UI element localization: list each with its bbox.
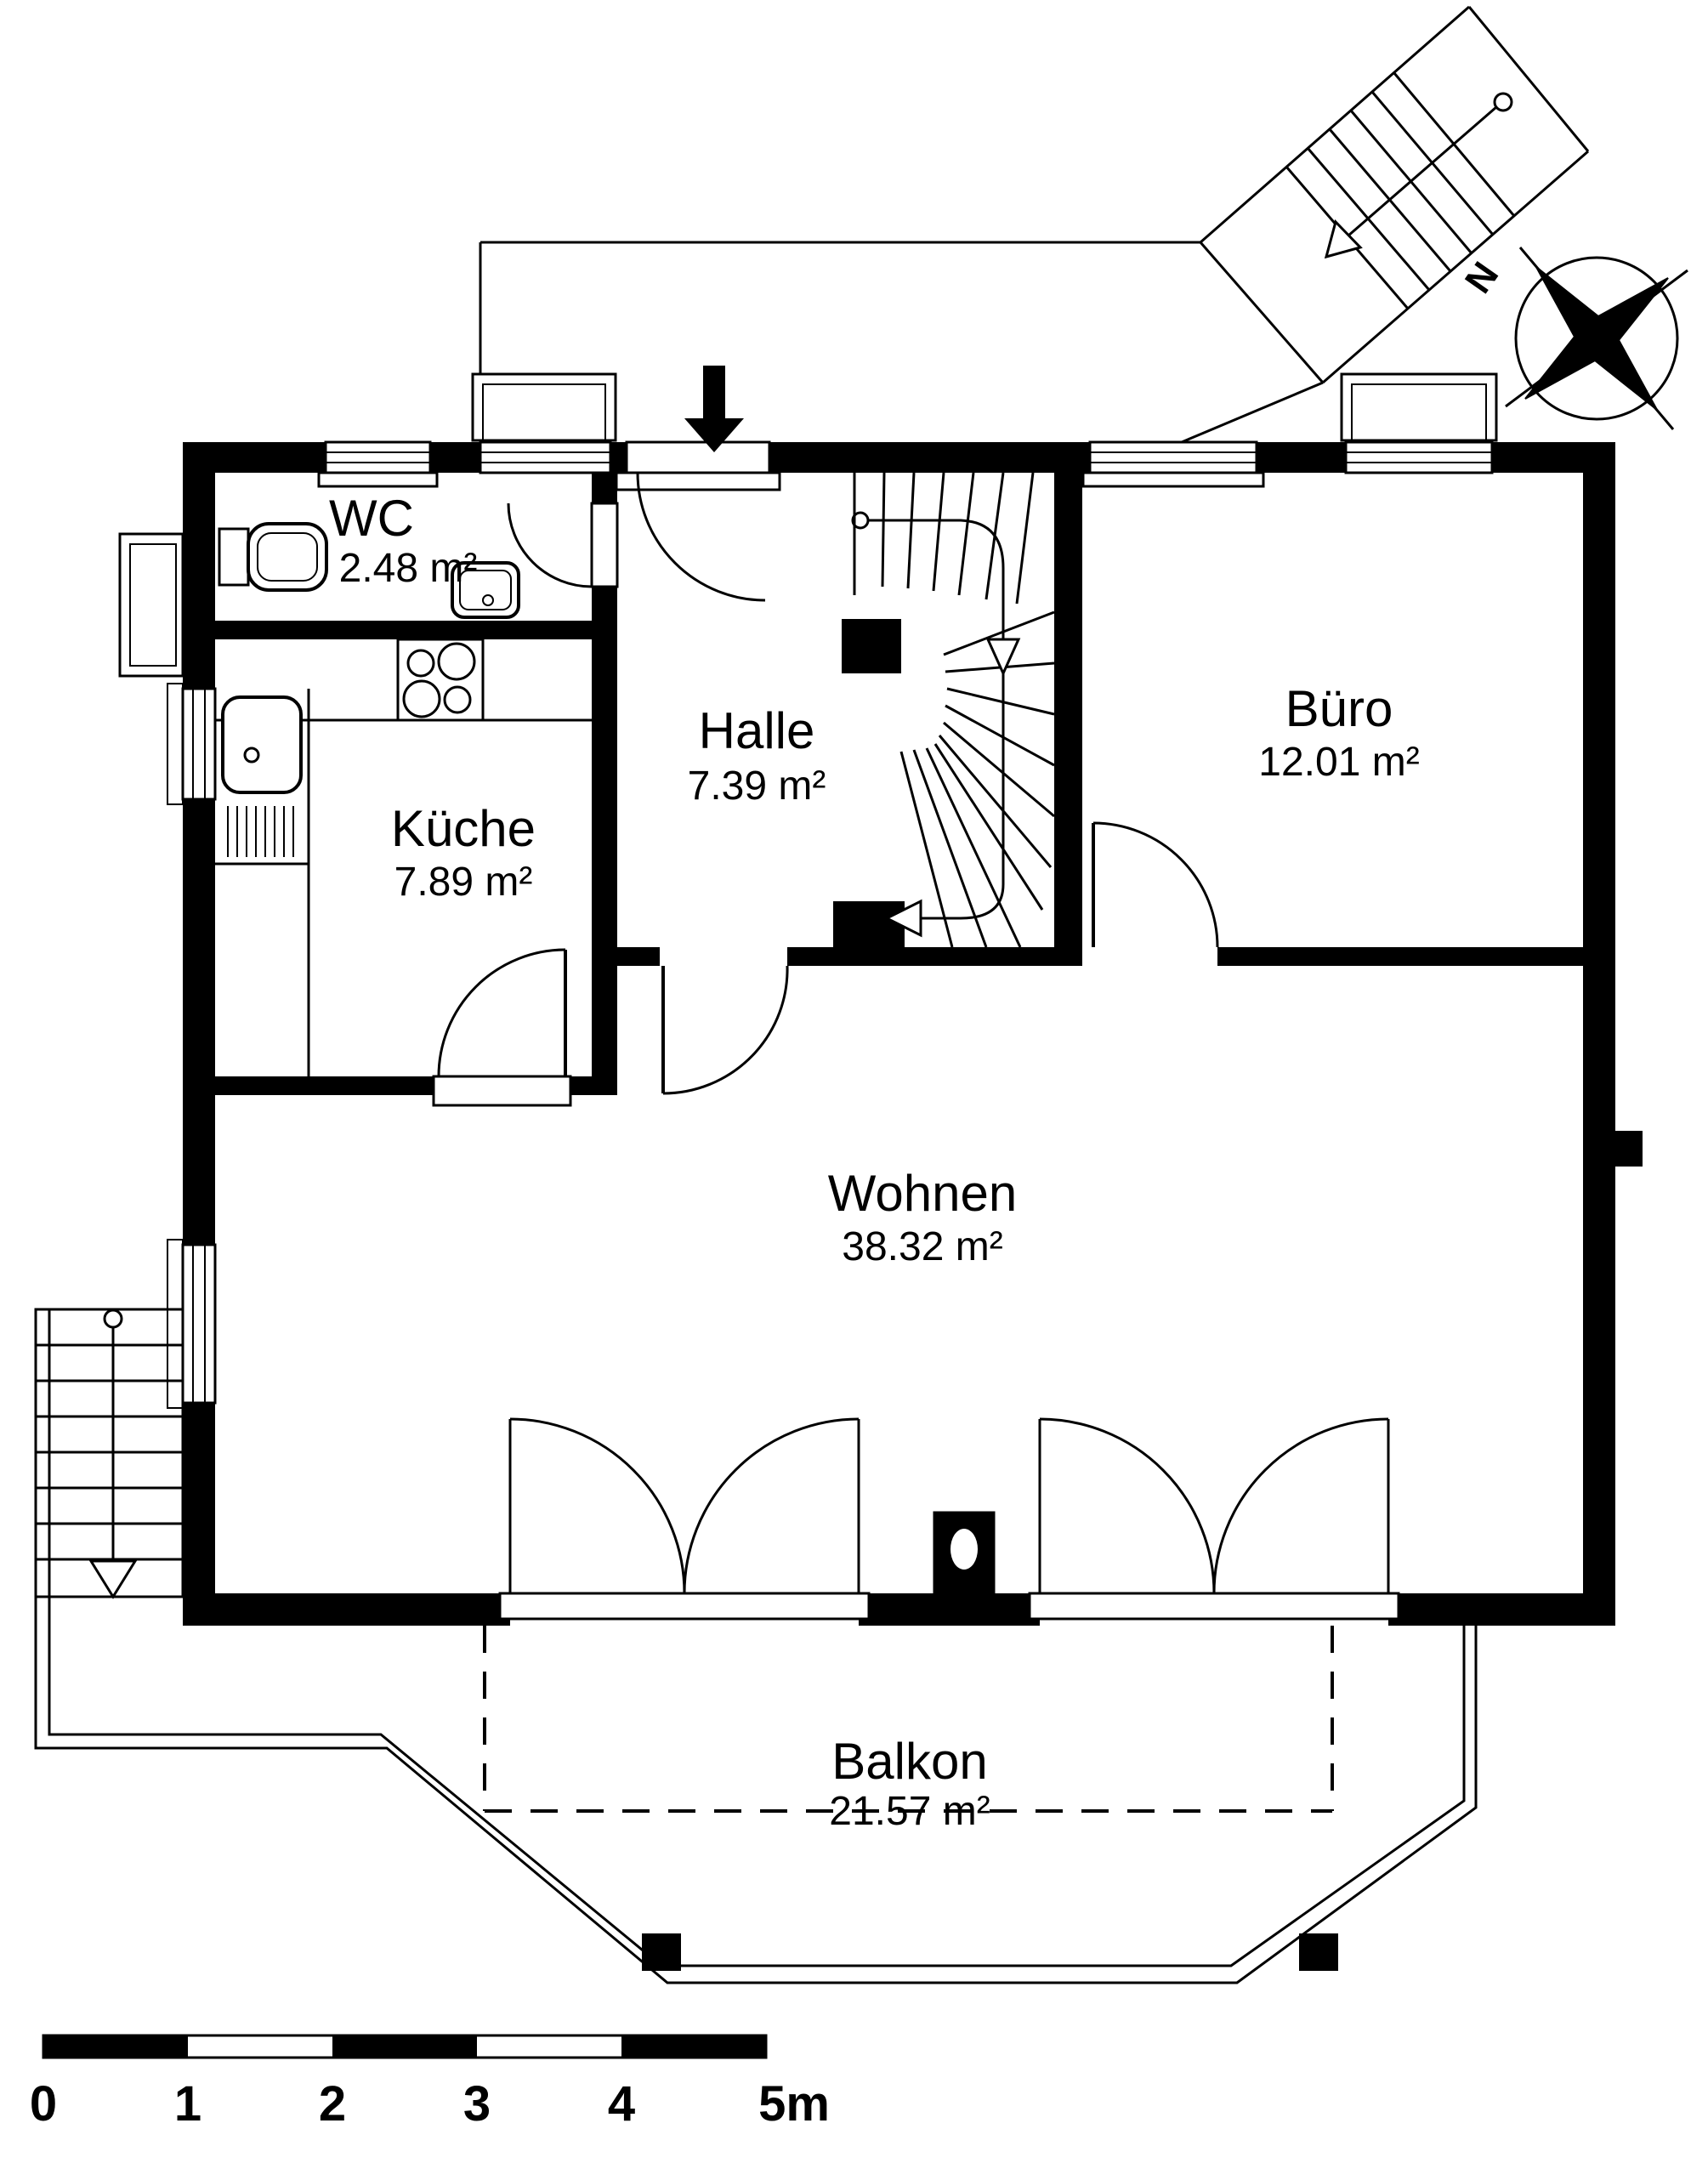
svg-text:0: 0 <box>30 2076 57 2132</box>
entrance-threshold <box>615 471 781 491</box>
stair-down-arrow <box>985 638 1021 677</box>
room-label-wc: WC 2.48 m² <box>329 490 477 591</box>
stair-jog-wall-upper <box>842 619 901 673</box>
drainboard <box>227 806 294 857</box>
door-kueche <box>432 948 572 1107</box>
balcony-post-right <box>1299 1933 1338 1971</box>
french-door-left <box>498 1417 871 1621</box>
svg-text:7.39 m²: 7.39 m² <box>688 764 826 809</box>
windows <box>118 372 1498 1409</box>
svg-text:4: 4 <box>608 2076 635 2132</box>
room-label-halle: Halle 7.39 m² <box>688 702 826 809</box>
french-door-right <box>1028 1417 1400 1621</box>
compass-north-label: N <box>1457 255 1507 301</box>
stair-start-marker <box>1493 92 1513 112</box>
entrance-door-leaf <box>625 440 771 474</box>
wall-halle-south-stub <box>617 947 660 966</box>
wc-fixtures <box>218 522 520 619</box>
toilet <box>218 522 328 592</box>
window-buero-a <box>1081 440 1265 488</box>
svg-text:2.48 m²: 2.48 m² <box>339 546 478 591</box>
balcony-railing <box>34 1597 1478 1984</box>
door-wc <box>507 502 619 588</box>
entrance-door-swing <box>636 472 766 602</box>
entrance <box>615 366 781 602</box>
svg-text:5m: 5m <box>758 2076 830 2132</box>
room-label-balkon: Balkon 21.57 m² <box>829 1733 990 1834</box>
wall-pier <box>1615 1131 1643 1167</box>
wall-stairs-buero <box>1054 473 1082 966</box>
scale-bar: 0 1 2 3 4 5m <box>30 2034 830 2132</box>
svg-text:1: 1 <box>174 2076 201 2132</box>
svg-text:12.01 m²: 12.01 m² <box>1258 740 1419 785</box>
kitchen-sink <box>221 695 303 857</box>
left-exterior-stairs <box>34 1308 184 1599</box>
room-label-kueche: Küche 7.89 m² <box>391 800 536 905</box>
svg-text:WC: WC <box>329 490 414 547</box>
svg-text:Halle: Halle <box>699 702 815 759</box>
stair-direction-arrow <box>1324 219 1363 259</box>
svg-text:2: 2 <box>319 2076 346 2132</box>
window-wohnen <box>167 1239 217 1409</box>
balcony <box>34 1597 1478 1984</box>
svg-text:38.32 m²: 38.32 m² <box>842 1224 1002 1269</box>
wall-wc-east-upper <box>592 473 617 503</box>
room-label-buero: Büro 12.01 m² <box>1258 680 1419 785</box>
stairs-down-arrow <box>88 1559 138 1599</box>
interior-walls <box>215 473 1583 1095</box>
interior-stairs <box>851 472 1055 948</box>
window-kueche <box>167 683 217 805</box>
stair-exit-arrow <box>883 899 922 938</box>
balcony-dashed-outline <box>483 1626 1334 1813</box>
threshold-left <box>498 1592 871 1621</box>
door-buero <box>1092 821 1219 948</box>
upper-terrace-outline <box>479 5 1590 444</box>
exterior-walls <box>183 442 1643 1626</box>
svg-text:3: 3 <box>463 2076 491 2132</box>
window-well-wc <box>118 532 184 678</box>
compass-star <box>1524 266 1669 411</box>
washbasin <box>451 561 520 619</box>
wall-buero-south <box>1217 947 1583 966</box>
wall-kueche-east <box>592 639 617 1095</box>
window-wc <box>317 440 439 488</box>
wall-wc-south <box>215 621 617 639</box>
wall-kueche-south-right <box>565 1076 617 1095</box>
kitchen-fixtures <box>215 638 592 1076</box>
upper-exterior-stairs <box>1285 72 1516 309</box>
svg-text:7.89 m²: 7.89 m² <box>394 860 533 905</box>
french-doors <box>498 1417 1400 1621</box>
door-halle-wohnen <box>661 965 789 1095</box>
balcony-post-left <box>642 1933 681 1971</box>
svg-text:21.57 m²: 21.57 m² <box>829 1789 990 1834</box>
stair-jog-wall-lower <box>833 901 905 947</box>
svg-text:Wohnen: Wohnen <box>828 1165 1017 1222</box>
wall-wc-east-lower <box>592 587 617 621</box>
entrance-arrow-icon <box>684 366 744 452</box>
doors <box>432 502 1219 1107</box>
pillar <box>933 1511 996 1596</box>
room-label-wohnen: Wohnen 38.32 m² <box>828 1165 1017 1269</box>
wall-under-stairs <box>787 947 1082 966</box>
window-buero-b <box>1340 372 1498 474</box>
stove <box>396 638 485 722</box>
svg-text:Balkon: Balkon <box>831 1733 987 1790</box>
window-halle <box>471 372 617 474</box>
wall-kueche-south-left <box>215 1076 439 1095</box>
room-labels: WC 2.48 m² Halle 7.39 m² Büro 12.01 m² K… <box>329 490 1420 1834</box>
threshold-right <box>1028 1592 1400 1621</box>
svg-text:Büro: Büro <box>1285 680 1393 737</box>
svg-text:Küche: Küche <box>391 800 536 857</box>
